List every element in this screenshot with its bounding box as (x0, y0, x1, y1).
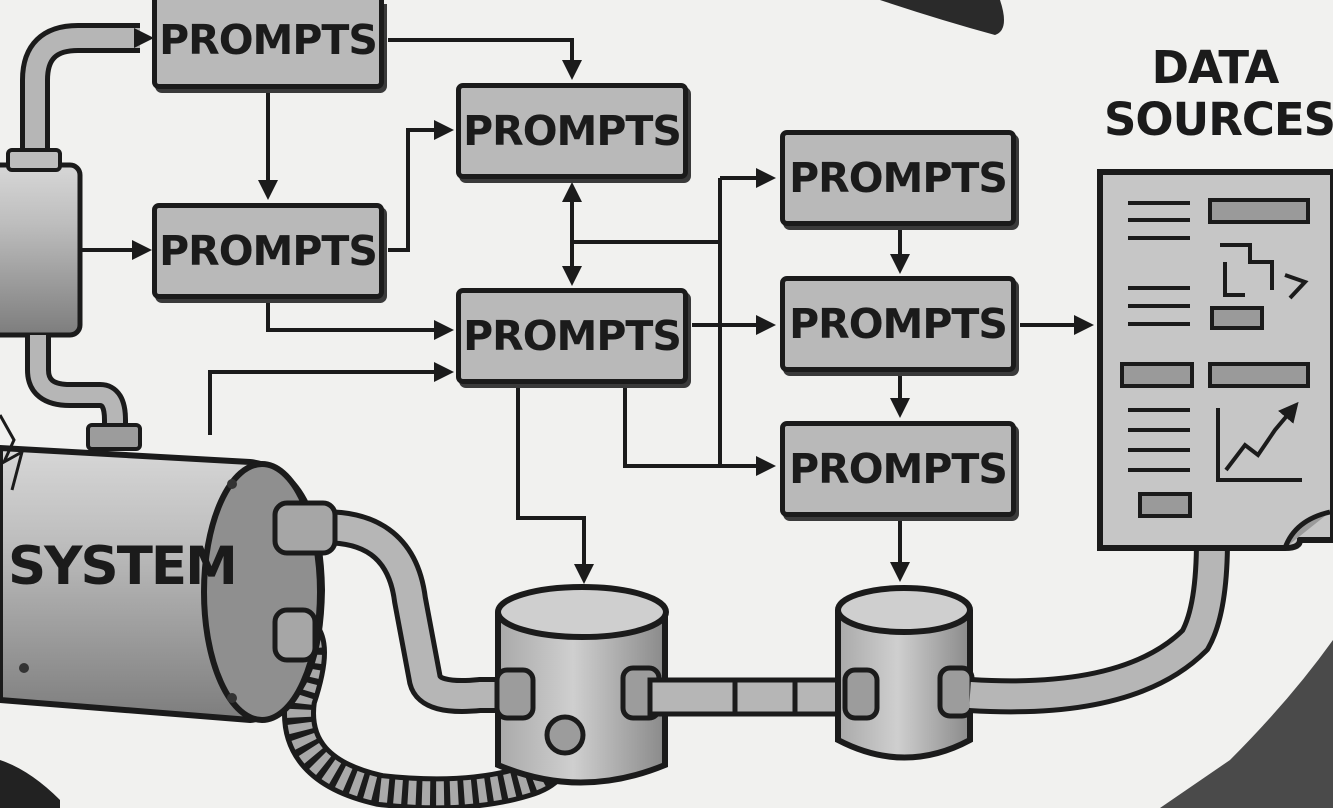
trend-chart-icon (1216, 401, 1302, 482)
arrow-system-p4 (208, 362, 454, 435)
prompts-box-1: PROMPTS (152, 0, 384, 89)
prompts-box-3: PROMPTS (456, 83, 688, 179)
database-cylinder-icon (835, 585, 975, 761)
background-shape-top (880, 0, 1004, 35)
arrow-p1-p3 (388, 38, 582, 80)
prompts-box-4: PROMPTS (456, 288, 688, 384)
arrow-p2-p3 (388, 120, 454, 252)
document-report-icon (1097, 169, 1333, 551)
prompts-label: PROMPTS (159, 16, 378, 64)
pipe-connector-icon (647, 677, 863, 717)
prompts-label: PROMPTS (463, 107, 682, 155)
prompts-label: PROMPTS (463, 312, 682, 360)
arrow-p4-db1 (516, 388, 594, 584)
prompts-box-2: PROMPTS (152, 203, 384, 299)
data-sources-title-line2: SOURCES (1104, 93, 1333, 146)
prompts-box-6: PROMPTS (780, 276, 1016, 372)
prompts-label: PROMPTS (789, 154, 1008, 202)
background-shape-bottom-right (1160, 640, 1333, 808)
prompts-label: PROMPTS (159, 227, 378, 275)
system-tank (0, 414, 338, 724)
arrow-p2-p4 (266, 302, 454, 340)
data-sources-title-line1: DATA (1151, 41, 1280, 94)
prompts-label: PROMPTS (789, 300, 1008, 348)
database-cylinder-icon (494, 584, 669, 786)
prompts-label: PROMPTS (789, 445, 1008, 493)
prompts-box-7: PROMPTS (780, 421, 1016, 517)
pipe-db2-datasources (968, 539, 1230, 715)
background-shape-bottom-left (0, 760, 60, 808)
prompts-box-5: PROMPTS (780, 130, 1016, 226)
data-sources-title: DATA SOURCES (1104, 41, 1333, 146)
system-label: SYSTEM (8, 536, 238, 597)
valve-block (0, 162, 83, 338)
arrow-p4-p7 (623, 388, 776, 476)
